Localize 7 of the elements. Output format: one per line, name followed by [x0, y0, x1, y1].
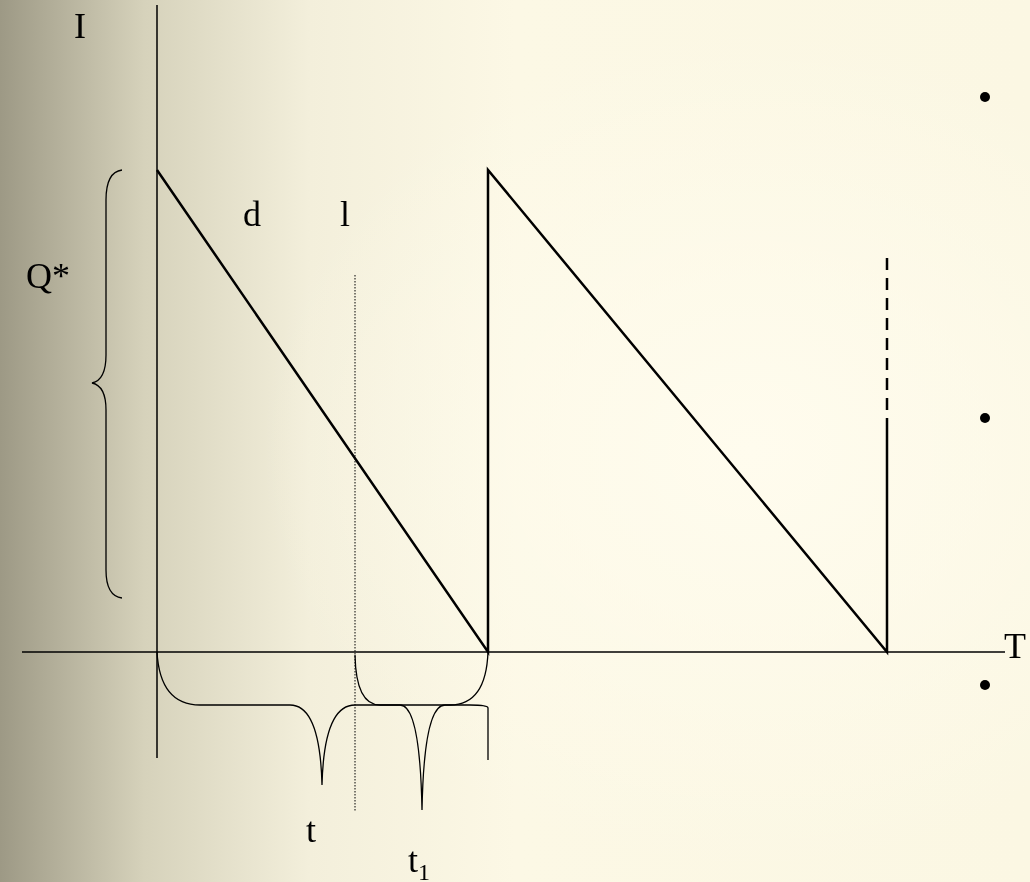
brace-label: t — [306, 812, 316, 848]
brace-label: t$_{1}$ — [408, 842, 430, 882]
line-label: l — [340, 196, 350, 232]
axis-label: I — [74, 8, 86, 44]
axis-label: T — [1004, 628, 1026, 664]
line-label: d — [243, 196, 261, 232]
brace-label: Q* — [26, 258, 70, 294]
